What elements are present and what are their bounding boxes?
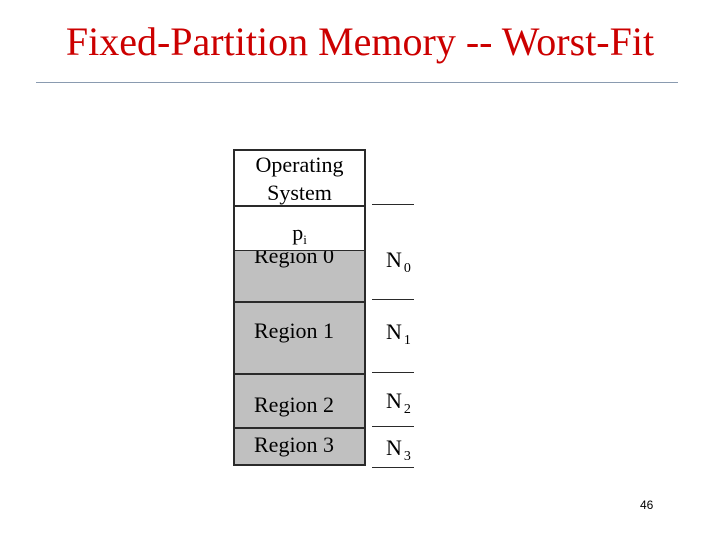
size-name-0: N <box>386 247 402 272</box>
region-2-label: Region 2 <box>254 392 335 417</box>
region-1-label: Region 1 <box>254 318 335 343</box>
size-tick-2-top <box>372 372 414 373</box>
os-label-line1: Operating <box>255 152 344 177</box>
slide-title: Fixed-Partition Memory -- Worst-Fit <box>65 19 655 64</box>
os-label-line2: System <box>267 180 332 205</box>
size-index-3: 3 <box>403 449 411 464</box>
process-label: pi <box>292 221 307 252</box>
size-tick-1-top <box>372 299 414 300</box>
size-tick-bottom <box>372 467 414 468</box>
size-name-2: N <box>386 388 402 413</box>
size-tick-3-top <box>372 426 414 427</box>
title-divider <box>36 82 678 83</box>
size-index-2: 2 <box>403 402 411 417</box>
memory-diagram: Operating System Region 0 pi Region 1 Re… <box>233 149 366 466</box>
region-3-partition: Region 3 <box>235 427 364 464</box>
process-subscript: i <box>303 232 307 247</box>
size-index-1: 1 <box>403 333 411 348</box>
process-block: pi <box>235 207 364 251</box>
size-name-1: N <box>386 319 402 344</box>
region-1-partition: Region 1 <box>235 301 364 373</box>
process-name: p <box>292 220 304 245</box>
region-0-partition: Region 0 pi <box>235 205 364 301</box>
os-partition: Operating System <box>235 151 364 205</box>
page-number: 46 <box>640 498 654 512</box>
size-name-3: N <box>386 435 402 460</box>
size-index-0: 0 <box>403 261 411 276</box>
size-tick-0-top <box>372 204 414 205</box>
region-2-partition: Region 2 <box>235 373 364 427</box>
region-3-label: Region 3 <box>254 432 335 457</box>
